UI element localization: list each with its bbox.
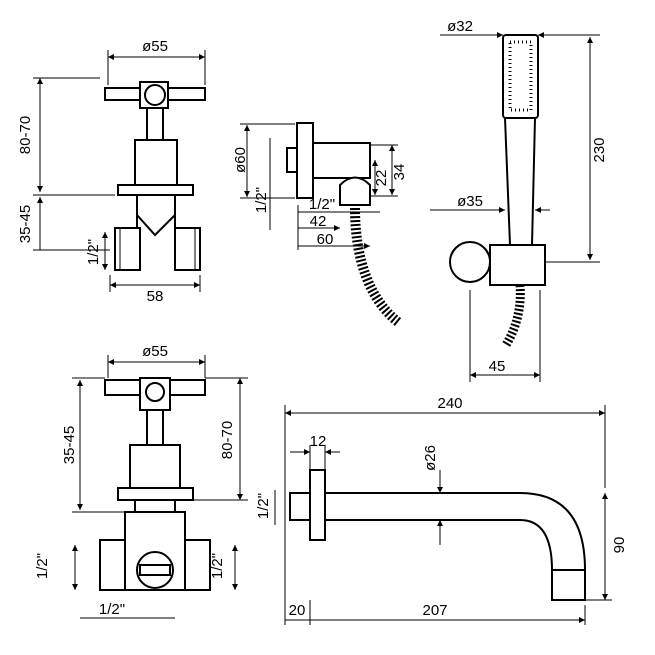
outlet-thread-vertical: 1/2" bbox=[253, 187, 270, 213]
shower-length: 230 bbox=[591, 137, 608, 162]
spout bbox=[274, 405, 612, 625]
hand-shower bbox=[430, 32, 600, 382]
outlet-d42: 42 bbox=[310, 213, 327, 230]
valve-top-handle-height: 80-70 bbox=[17, 116, 34, 154]
shower-holder-width: 45 bbox=[489, 358, 506, 375]
valve-bottom-thread-right: 1/2" bbox=[209, 553, 226, 579]
wall-outlet bbox=[240, 122, 402, 326]
valve-top-width: 58 bbox=[147, 288, 164, 305]
spout-length: 240 bbox=[437, 395, 462, 412]
spout-thread: 1/2" bbox=[255, 493, 272, 519]
shower-holder-diameter: ø35 bbox=[457, 193, 483, 210]
valve-bottom-handle-height: 80-70 bbox=[219, 421, 236, 459]
valve-bottom-thread-left: 1/2" bbox=[34, 553, 51, 579]
valve-top-body-height: 35-45 bbox=[17, 205, 34, 243]
spout-offset: 20 bbox=[289, 602, 306, 619]
outlet-thread-horizontal: 1/2" bbox=[309, 196, 335, 213]
valve-top-diameter: ø55 bbox=[142, 38, 168, 55]
spout-reach: 207 bbox=[422, 602, 447, 619]
outlet-diameter: ø60 bbox=[232, 147, 249, 173]
valve-top bbox=[33, 50, 206, 292]
shower-head-diameter: ø32 bbox=[447, 18, 473, 35]
valve-top-thread: 1/2" bbox=[85, 239, 102, 265]
valve-bottom bbox=[72, 355, 248, 619]
spout-diameter: ø26 bbox=[422, 445, 439, 471]
outlet-d60: 60 bbox=[317, 231, 334, 248]
valve-bottom-thread-bottom: 1/2" bbox=[99, 601, 125, 618]
spout-plate: 12 bbox=[310, 433, 327, 450]
valve-bottom-diameter: ø55 bbox=[142, 343, 168, 360]
valve-bottom-body-height: 35-45 bbox=[61, 426, 78, 464]
outlet-h34: 34 bbox=[391, 164, 408, 181]
spout-height: 90 bbox=[611, 537, 628, 554]
outlet-h22: 22 bbox=[373, 170, 390, 187]
